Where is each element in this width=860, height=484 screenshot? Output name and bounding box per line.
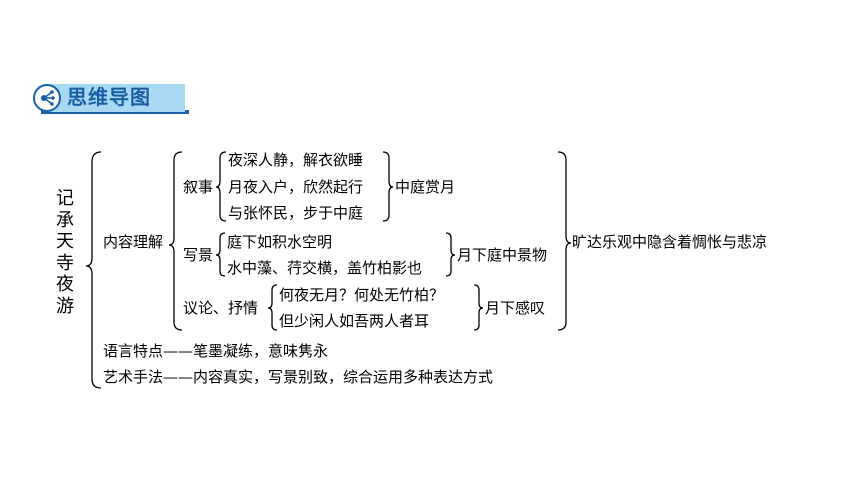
lyric-summary: 月下感叹	[485, 299, 546, 317]
brace-lyric-left	[267, 284, 278, 331]
node-content: 内容理解	[103, 233, 164, 251]
narrative-item: 夜深人静，解衣欲睡	[228, 151, 364, 169]
mindmap-icon	[33, 84, 61, 112]
node-art: 艺术手法——内容真实，写景别致，综合运用多种表达方式	[103, 368, 494, 386]
brace-root	[85, 151, 102, 389]
section-header: 思维导图	[33, 84, 189, 114]
brace-narrative-right	[382, 151, 394, 222]
brace-narrative-left	[215, 151, 227, 222]
brace-theme	[557, 151, 572, 331]
scenery-summary: 月下庭中景物	[457, 246, 548, 264]
lyric-item: 何夜无月？何处无竹柏？	[279, 286, 445, 304]
brace-scenery-right	[445, 232, 456, 277]
node-scenery: 写景	[183, 246, 214, 264]
node-language: 语言特点——笔墨凝练，意味隽永	[103, 342, 329, 360]
narrative-item: 月夜入户，欣然起行	[228, 178, 364, 196]
brace-lyric-right	[473, 284, 484, 331]
narrative-summary: 中庭赏月	[395, 178, 456, 196]
brace-scenery-left	[215, 232, 226, 277]
scenery-item: 庭下如积水空明	[227, 233, 333, 251]
header-title: 思维导图	[67, 85, 151, 109]
node-narrative: 叙事	[183, 178, 214, 196]
node-lyric: 议论、抒情	[183, 299, 259, 317]
scenery-item: 水中藻、荇交横，盖竹柏影也	[227, 259, 423, 277]
lyric-item: 但少闲人如吾两人者耳	[279, 312, 430, 330]
brace-content	[168, 151, 183, 331]
root-title: 记承天寺夜游	[56, 188, 74, 317]
header-underline	[41, 110, 189, 114]
node-theme: 旷达乐观中隐含着惆怅与悲凉	[572, 233, 768, 251]
narrative-item: 与张怀民，步于中庭	[228, 204, 364, 222]
